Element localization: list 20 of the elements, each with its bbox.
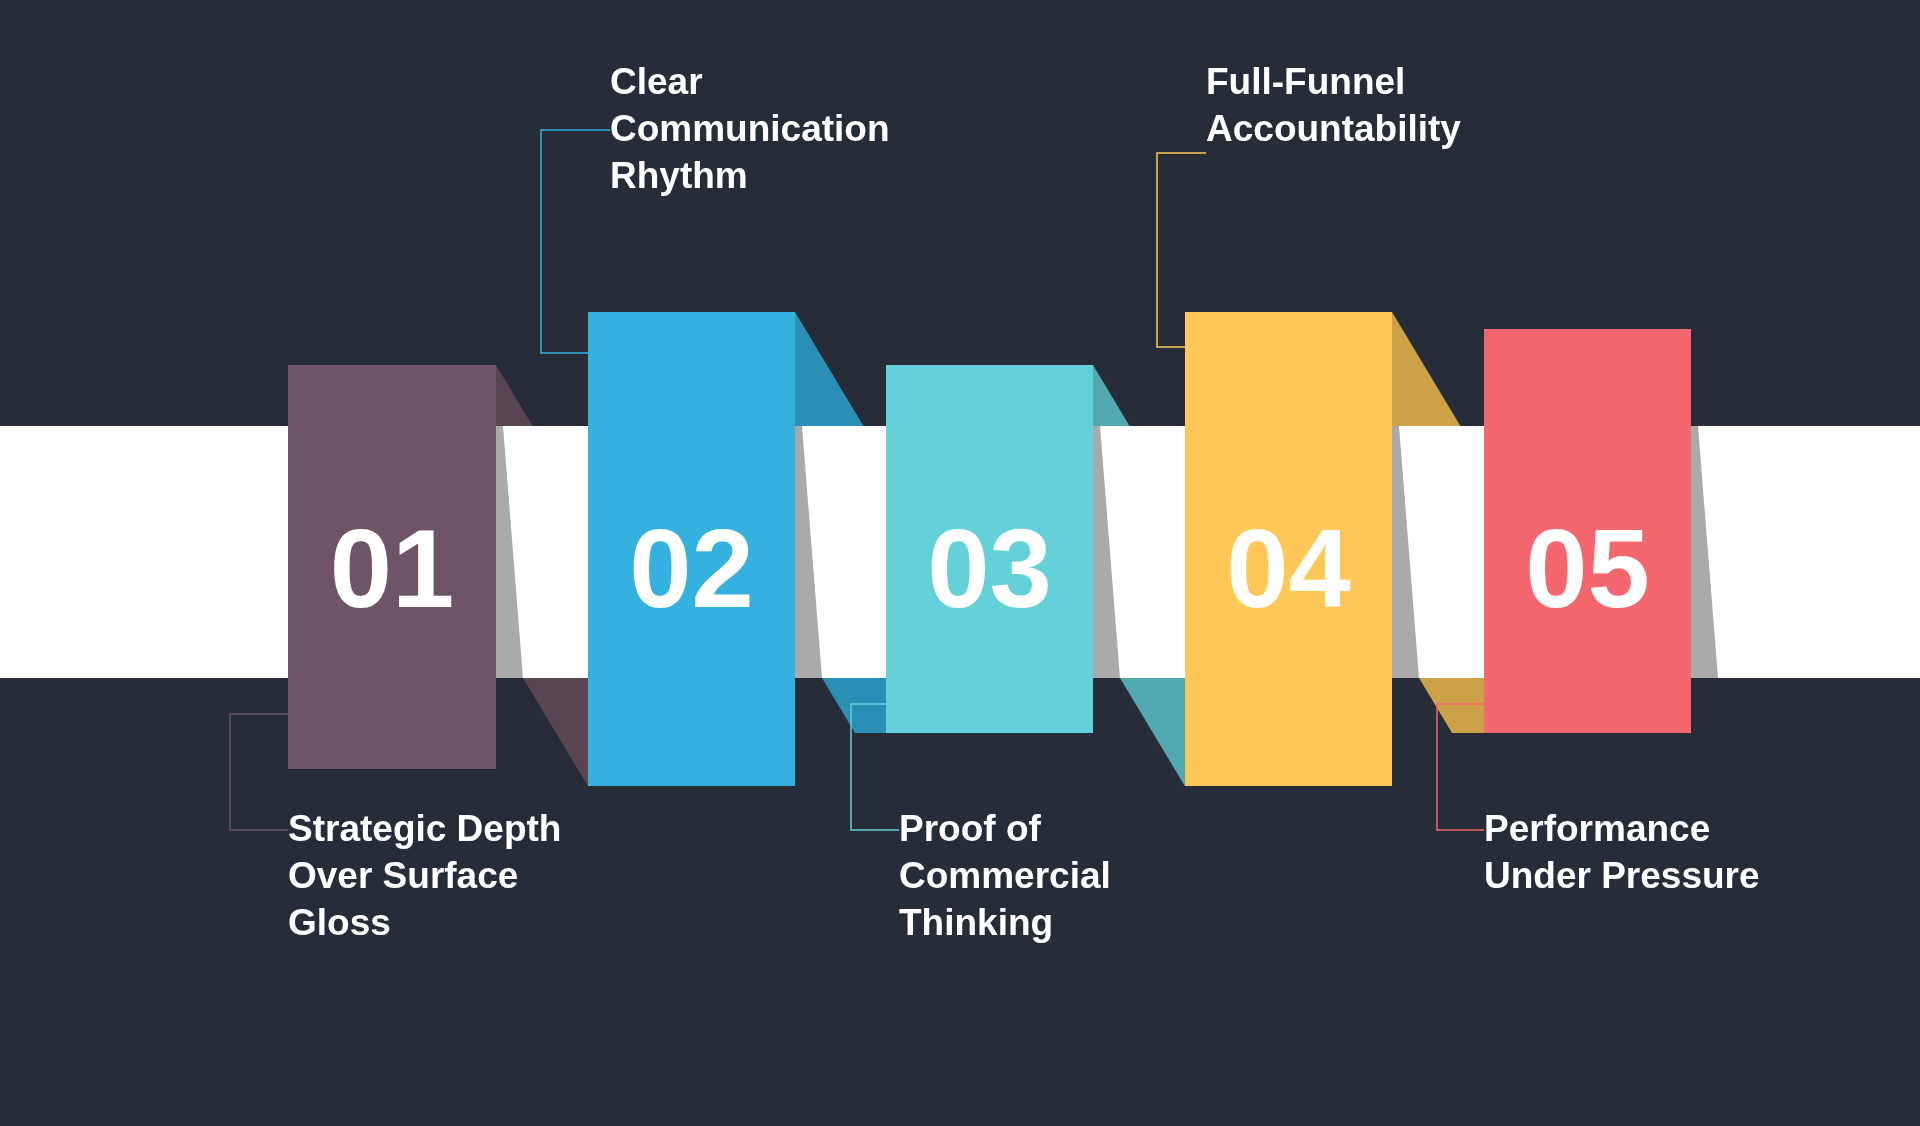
leader-line xyxy=(1156,152,1207,348)
step-label: Performance Under Pressure xyxy=(1484,805,1824,899)
step-label: Full-Funnel Accountability xyxy=(1206,58,1516,152)
leader-line xyxy=(1436,703,1485,831)
step-label: Strategic Depth Over Surface Gloss xyxy=(288,805,628,946)
number-panel xyxy=(288,365,496,769)
leader-line xyxy=(850,703,900,831)
step-label: Proof of Commercial Thinking xyxy=(899,805,1159,946)
number-panel xyxy=(588,312,795,786)
step-number: 01 xyxy=(329,513,455,625)
step-label: Clear Communication Rhythm xyxy=(610,58,920,199)
number-panel xyxy=(886,365,1093,733)
step-number: 05 xyxy=(1525,513,1650,625)
step-number: 03 xyxy=(927,513,1052,625)
step-number: 04 xyxy=(1226,513,1351,625)
number-panel xyxy=(1484,329,1691,733)
step-number: 02 xyxy=(629,513,754,625)
leader-line xyxy=(229,713,289,831)
number-panel xyxy=(1185,312,1392,786)
leader-line xyxy=(540,129,611,354)
